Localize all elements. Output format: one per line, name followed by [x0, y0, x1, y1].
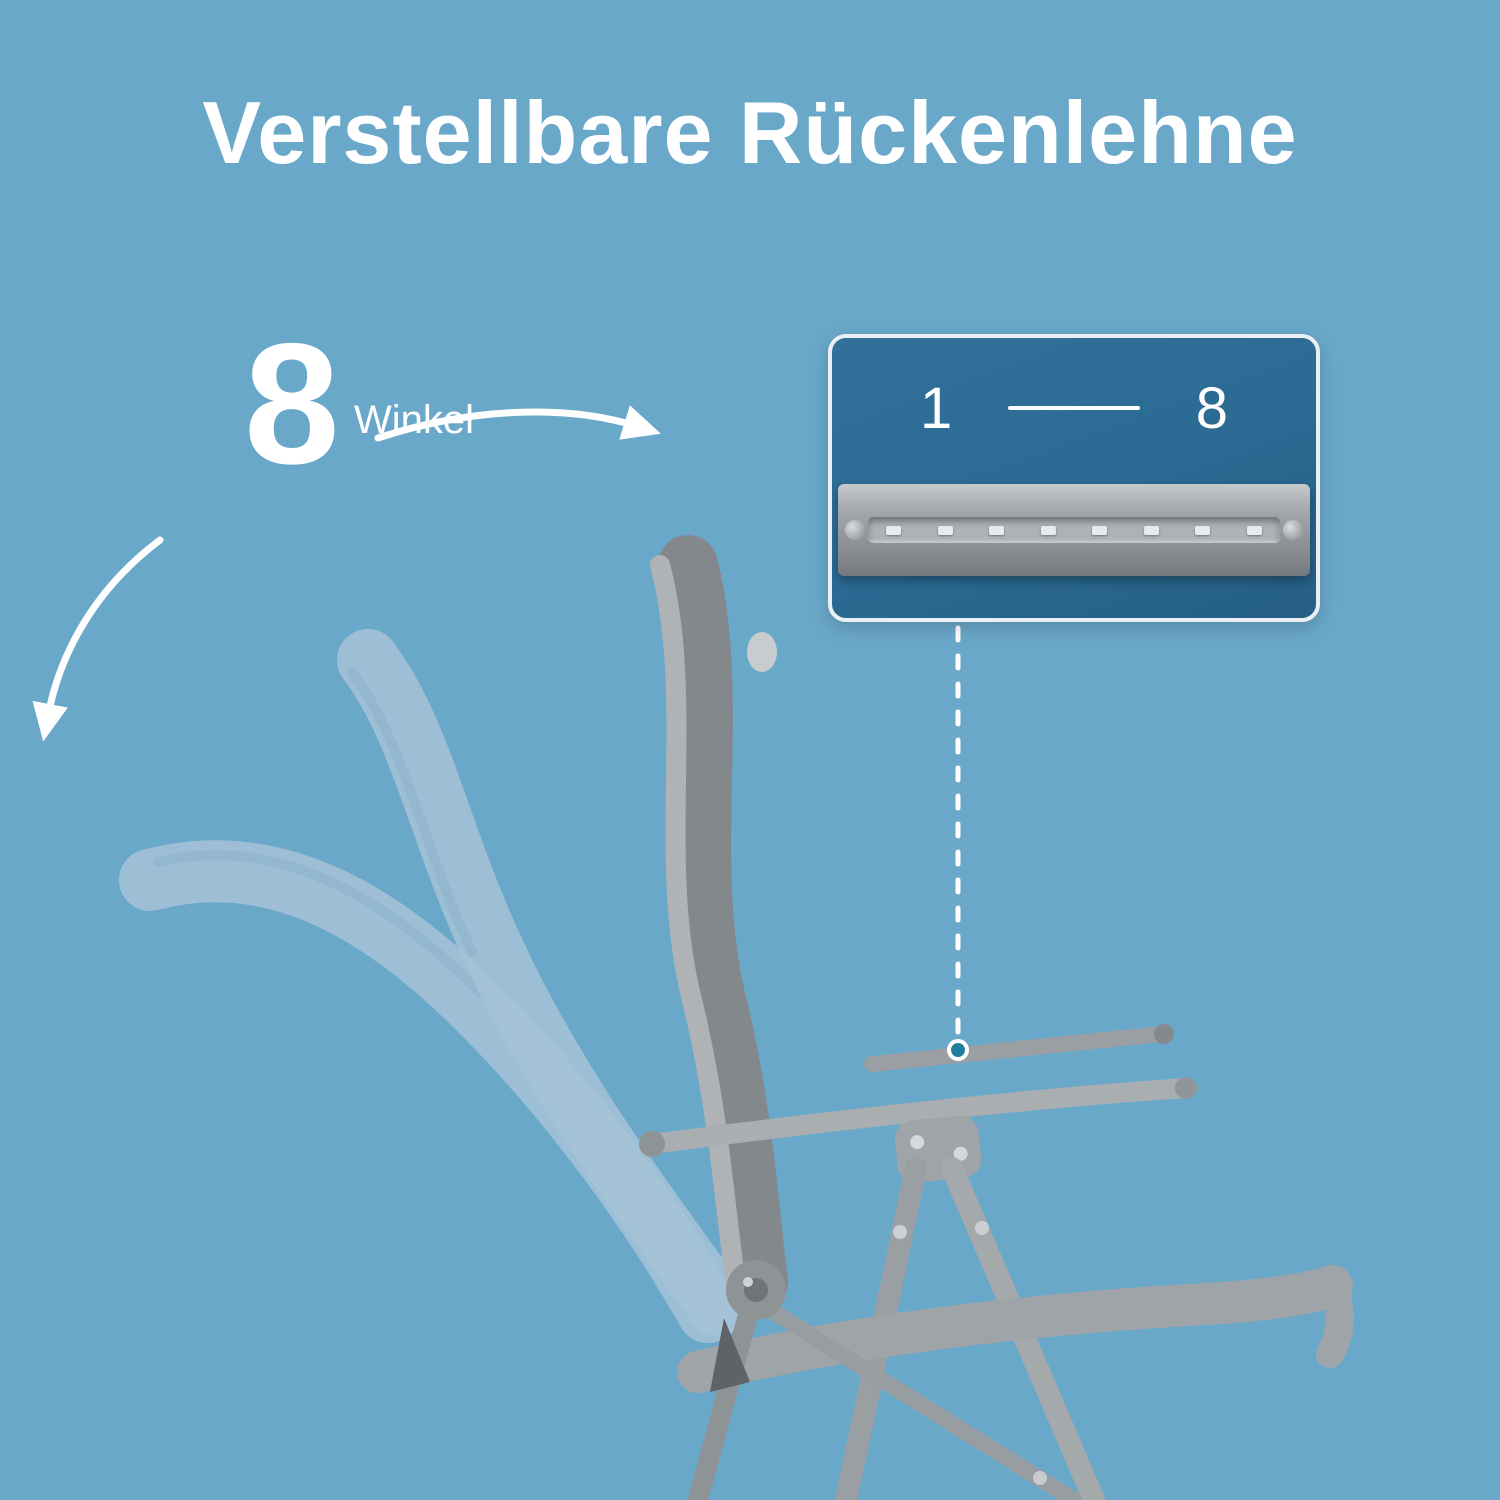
rail-notch: [1246, 525, 1262, 535]
arrow-right-icon: [374, 405, 661, 442]
rail-notch: [1040, 525, 1056, 535]
rail-notch: [886, 525, 902, 535]
rail-notch: [1195, 525, 1211, 535]
chair-fold-bracket: [710, 1318, 750, 1392]
rail-notch: [1092, 525, 1108, 535]
ghost-backrest-mid: [337, 629, 749, 1336]
chair-armrest-near: [642, 1078, 1196, 1154]
chair-rear-leg: [688, 1290, 762, 1500]
ghost-backrest-far: [119, 840, 739, 1343]
adjustment-rail-photo: [838, 484, 1310, 576]
inset-min-label: 1: [920, 375, 953, 441]
rail-notch: [937, 525, 953, 535]
backrest-knob: [747, 632, 777, 672]
connector-dashed-line: [947, 625, 969, 1061]
arrow-down-icon: [32, 536, 164, 742]
angle-count: 8: [244, 308, 340, 500]
page-title: Verstellbare Rückenlehne: [202, 83, 1298, 182]
inset-max-label: 8: [1195, 375, 1228, 441]
rail-notch: [989, 525, 1005, 535]
inset-scale-line: [1008, 406, 1140, 410]
chair-underseat-strut: [756, 1298, 1082, 1500]
rail-notch: [1143, 525, 1159, 535]
adjustment-inset: 1 8: [828, 334, 1320, 622]
rail-screw-left: [845, 520, 865, 540]
inset-scale-row: 1 8: [832, 338, 1316, 478]
rail-notches: [868, 517, 1280, 543]
chair-armrest-far: [864, 1026, 1170, 1072]
connector-dot: [947, 1039, 969, 1061]
rail-screw-right: [1283, 520, 1303, 540]
angle-unit-label: Winkel: [354, 398, 475, 442]
chair-backrest: [658, 535, 788, 1312]
chair-illustration: [639, 535, 1355, 1500]
